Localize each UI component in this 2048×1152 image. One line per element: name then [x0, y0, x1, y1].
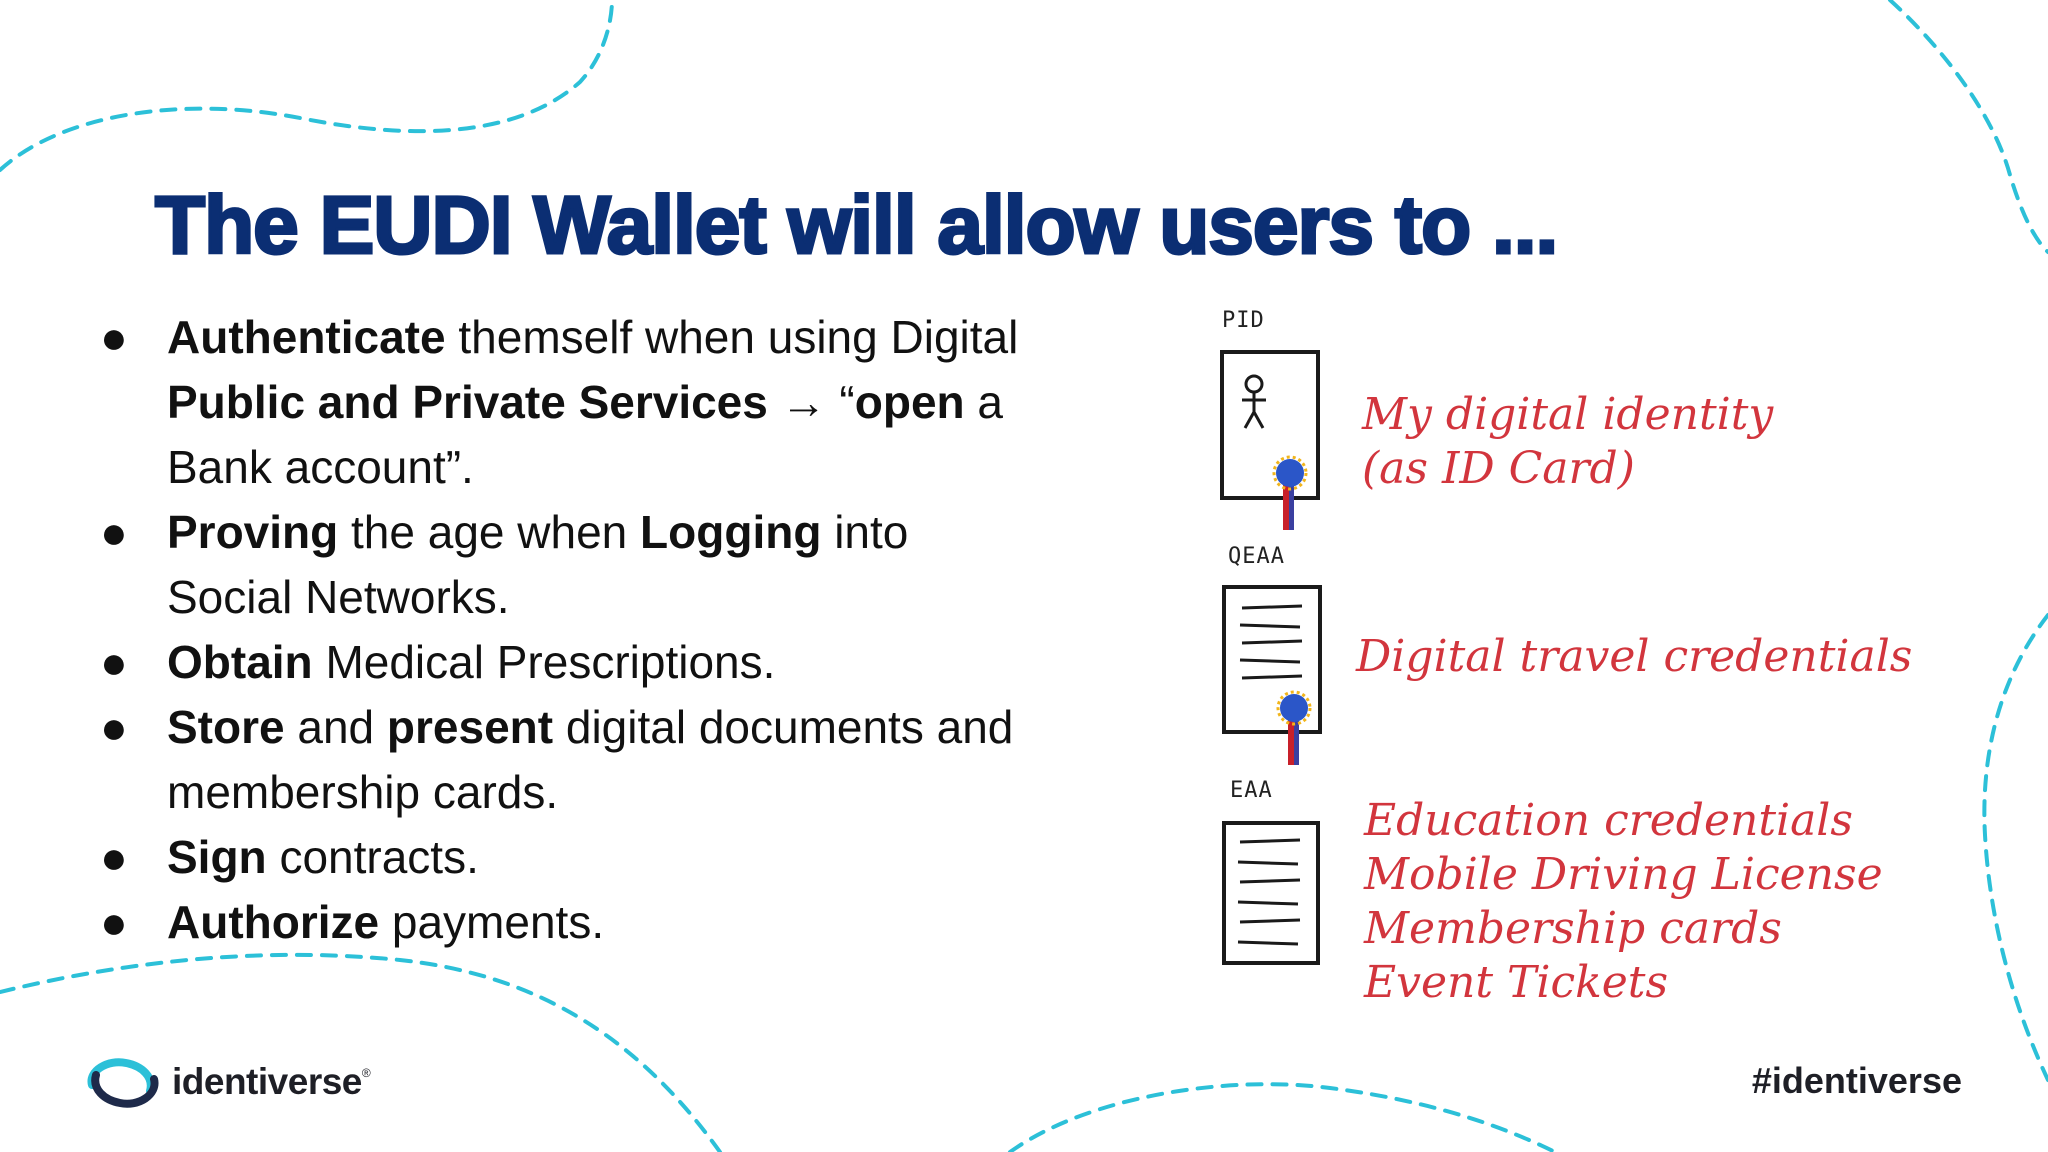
bullet-text: Sign contracts.: [167, 831, 479, 883]
identiverse-swirl-icon: [87, 1058, 159, 1108]
eaa-label: EAA: [1230, 778, 1273, 803]
text-run: the age when: [338, 506, 641, 558]
pid-label: PID: [1222, 308, 1265, 333]
text-run: into Social Networks.: [167, 506, 909, 623]
bullet-text: Obtain Medical Prescriptions.: [167, 636, 775, 688]
list-item: ● Authenticate themself when using Digita…: [100, 305, 1020, 500]
bullet-dot: ●: [100, 896, 128, 948]
eaa-description: Education credentials Mobile Driving Lic…: [1364, 794, 1883, 1010]
bullet-dot: ●: [100, 636, 128, 688]
wave-top-right: [1888, 0, 2048, 254]
pid-line: My digital identity: [1362, 389, 1774, 440]
bold-run: Proving: [167, 506, 339, 558]
list-item: ● Proving the age when Logging into Socia…: [100, 500, 1020, 630]
event-hashtag: #identiverse: [1751, 1060, 1962, 1101]
feature-list: ● Authenticate themself when using Digita…: [100, 305, 1020, 955]
eaa-line: Education credentials: [1364, 795, 1853, 846]
eaa-line: Mobile Driving License: [1364, 849, 1883, 900]
bold-run: Logging: [640, 506, 822, 558]
bullet-text: Authenticate themself when using Digital…: [167, 311, 1018, 493]
bullet-text: Proving the age when Logging into Social…: [167, 506, 908, 623]
logo-registered-mark: ®: [361, 1066, 371, 1080]
bold-run: Store: [167, 701, 285, 753]
text-run: digital documents and membership cards.: [167, 701, 1014, 818]
pid-seal-icon: [1272, 455, 1308, 530]
qeaa-line: Digital travel credentials: [1356, 631, 1913, 682]
text-run: payments.: [379, 896, 605, 948]
bold-run: present: [386, 701, 554, 753]
pid-line: (as ID Card): [1362, 443, 1635, 494]
list-item: ● Authorize payments.: [100, 890, 1020, 955]
pid-description: My digital identity (as ID Card): [1362, 388, 1773, 496]
bullet-dot: ●: [100, 311, 128, 363]
bold-run: Public and Private Services: [167, 376, 768, 428]
bold-run: Obtain: [167, 636, 313, 688]
slide-title: The EUDI Wallet will allow users to ...: [153, 179, 1559, 273]
text-run: contracts.: [266, 831, 479, 883]
bold-run: Authorize: [167, 896, 380, 948]
qeaa-label: QEAA: [1228, 544, 1285, 569]
text-run: a Bank account”.: [167, 376, 1004, 493]
bold-run: Sign: [167, 831, 267, 883]
logo-wordmark: identiverse: [172, 1061, 362, 1102]
qeaa-description: Digital travel credentials: [1356, 630, 1912, 684]
list-item: ● Obtain Medical Prescriptions.: [100, 630, 1020, 695]
bullet-dot: ●: [100, 506, 128, 558]
qeaa-card-icon: [1222, 585, 1322, 734]
eaa-line: Membership cards: [1364, 903, 1782, 954]
text-run: Medical Prescriptions.: [312, 636, 776, 688]
text-run: and: [284, 701, 387, 753]
list-item: ● Sign contracts.: [100, 825, 1020, 890]
eaa-line: Event Tickets: [1364, 957, 1669, 1008]
identiverse-logo: identiverse®: [84, 1052, 371, 1112]
eaa-card-icon: [1222, 821, 1320, 965]
bold-run: open: [854, 376, 965, 428]
bullet-dot: ●: [100, 831, 128, 883]
list-item: ● Store and present digital documents and…: [100, 695, 1020, 825]
text-run: themself when using Digital: [445, 311, 1019, 363]
pid-card-icon: [1220, 350, 1320, 500]
text-run: → “: [767, 376, 855, 428]
qeaa-seal-icon: [1276, 690, 1312, 765]
wave-top-left: [0, 0, 614, 172]
bullet-text: Authorize payments.: [167, 896, 604, 948]
bullet-dot: ●: [100, 701, 128, 753]
bullet-text: Store and present digital documents and …: [167, 701, 1013, 818]
wave-bottom-right: [1008, 1082, 1557, 1152]
wave-right: [1982, 613, 2048, 1082]
bold-run: Authenticate: [167, 311, 446, 363]
wave-bottom: [0, 952, 722, 1152]
